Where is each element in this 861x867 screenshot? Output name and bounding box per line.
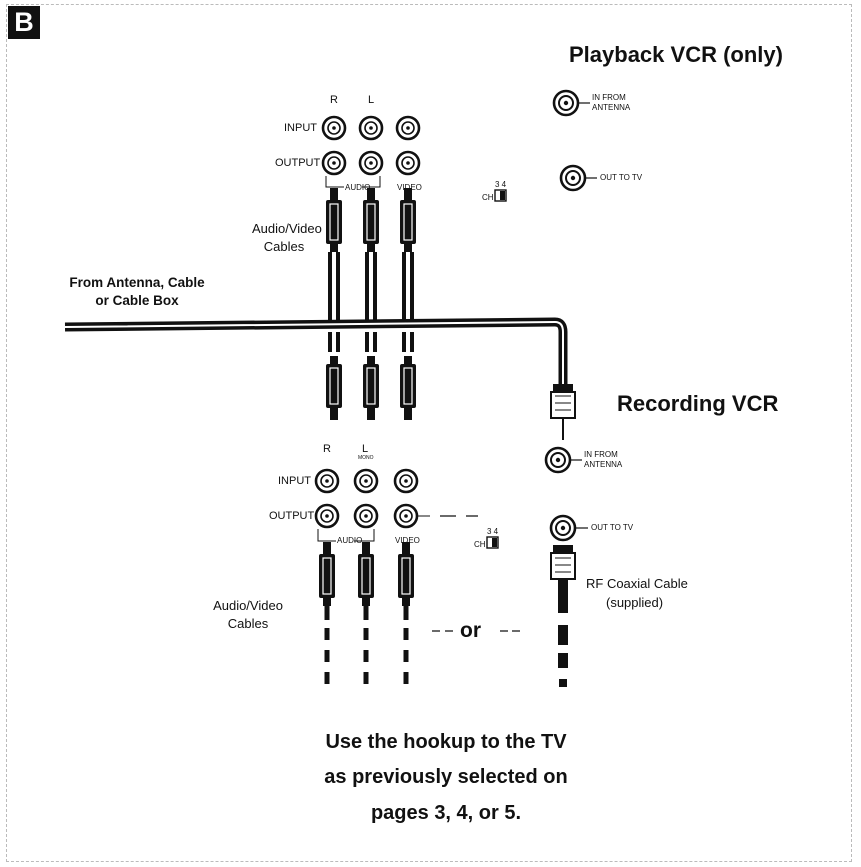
recording-out-to-tv-connector: [549, 514, 577, 542]
playback-label-ch: CH: [482, 193, 494, 202]
page-frame: [6, 4, 852, 862]
playback-label-audio: AUDIO: [345, 183, 371, 192]
instruction-line3: pages 3, 4, or 5.: [370, 802, 522, 824]
recording-label-l: L: [362, 443, 369, 455]
recording-label-audio: AUDIO: [337, 536, 363, 545]
section-badge: B: [8, 6, 40, 39]
av-cables-top-label-line2: Cables: [263, 239, 305, 254]
recording-input-video-jack: [393, 468, 419, 494]
playback-output-l-jack: [358, 150, 384, 176]
recording-output-r-jack: [314, 503, 340, 529]
recording-jack-panel: [314, 468, 478, 542]
av-cables-bottom-label-line2: Cables: [227, 616, 269, 631]
recording-in-from-label: IN FROM: [584, 450, 618, 459]
recording-label-video: VIDEO: [395, 536, 420, 545]
playback-input-video-jack: [395, 115, 421, 141]
playback-input-r-jack: [321, 115, 347, 141]
recording-label-r: R: [323, 443, 331, 455]
recording-input-l-jack: [353, 468, 379, 494]
playback-out-to-tv-connector: [559, 164, 587, 192]
recording-in-from-antenna-connector: [544, 446, 572, 474]
av-cables-bottom-label-line1: Audio/Video: [213, 598, 283, 613]
playback-label-input: INPUT: [284, 122, 317, 134]
playback-input-l-jack: [358, 115, 384, 141]
instruction-line2: as previously selected on: [324, 766, 568, 788]
playback-in-from-label: IN FROM: [592, 93, 626, 102]
playback-output-video-jack: [395, 150, 421, 176]
playback-label-34: 3 4: [495, 180, 507, 189]
antenna-source-label-line1: From Antenna, Cable: [69, 275, 205, 290]
playback-channel-switch: [494, 189, 507, 202]
av-cables-top: [325, 187, 417, 320]
recording-channel-switch: [486, 536, 499, 549]
playback-in-from-antenna-connector: [552, 89, 580, 117]
playback-label-r: R: [330, 94, 338, 106]
playback-antenna-label: ANTENNA: [592, 103, 631, 112]
rf-cable-label-line2: (supplied): [606, 595, 664, 610]
playback-jack-panel: [321, 115, 421, 188]
rf-cable-label-line1: RF Coaxial Cable: [586, 576, 688, 591]
antenna-source-label-line2: or Cable Box: [95, 293, 179, 308]
playback-label-output: OUTPUT: [275, 157, 321, 169]
playback-vcr-heading: Playback VCR (only): [569, 42, 783, 67]
recording-antenna-label: ANTENNA: [584, 460, 623, 469]
av-cables-bottom: [318, 541, 415, 684]
recording-input-r-jack: [314, 468, 340, 494]
recording-label-34: 3 4: [487, 527, 499, 536]
recording-vcr-heading: Recording VCR: [617, 391, 779, 416]
playback-label-l: L: [368, 94, 375, 106]
instruction-line1: Use the hookup to the TV: [325, 731, 567, 753]
recording-label-output: OUTPUT: [269, 510, 315, 522]
rf-coaxial-cable: [550, 545, 576, 687]
playback-output-r-jack: [321, 150, 347, 176]
antenna-cable: [64, 317, 576, 440]
recording-label-input: INPUT: [278, 475, 311, 487]
recording-label-ch: CH: [474, 540, 486, 549]
playback-label-video: VIDEO: [397, 183, 422, 192]
playback-out-to-tv-label: OUT TO TV: [600, 173, 643, 182]
recording-output-l-jack: [353, 503, 379, 529]
recording-output-video-jack: [393, 503, 419, 529]
av-cables-top-label-line1: Audio/Video: [252, 221, 322, 236]
av-cables-middle: [325, 332, 417, 421]
recording-out-to-tv-label: OUT TO TV: [591, 523, 634, 532]
recording-label-mono: MONO: [358, 455, 374, 461]
or-label: or: [460, 619, 481, 642]
